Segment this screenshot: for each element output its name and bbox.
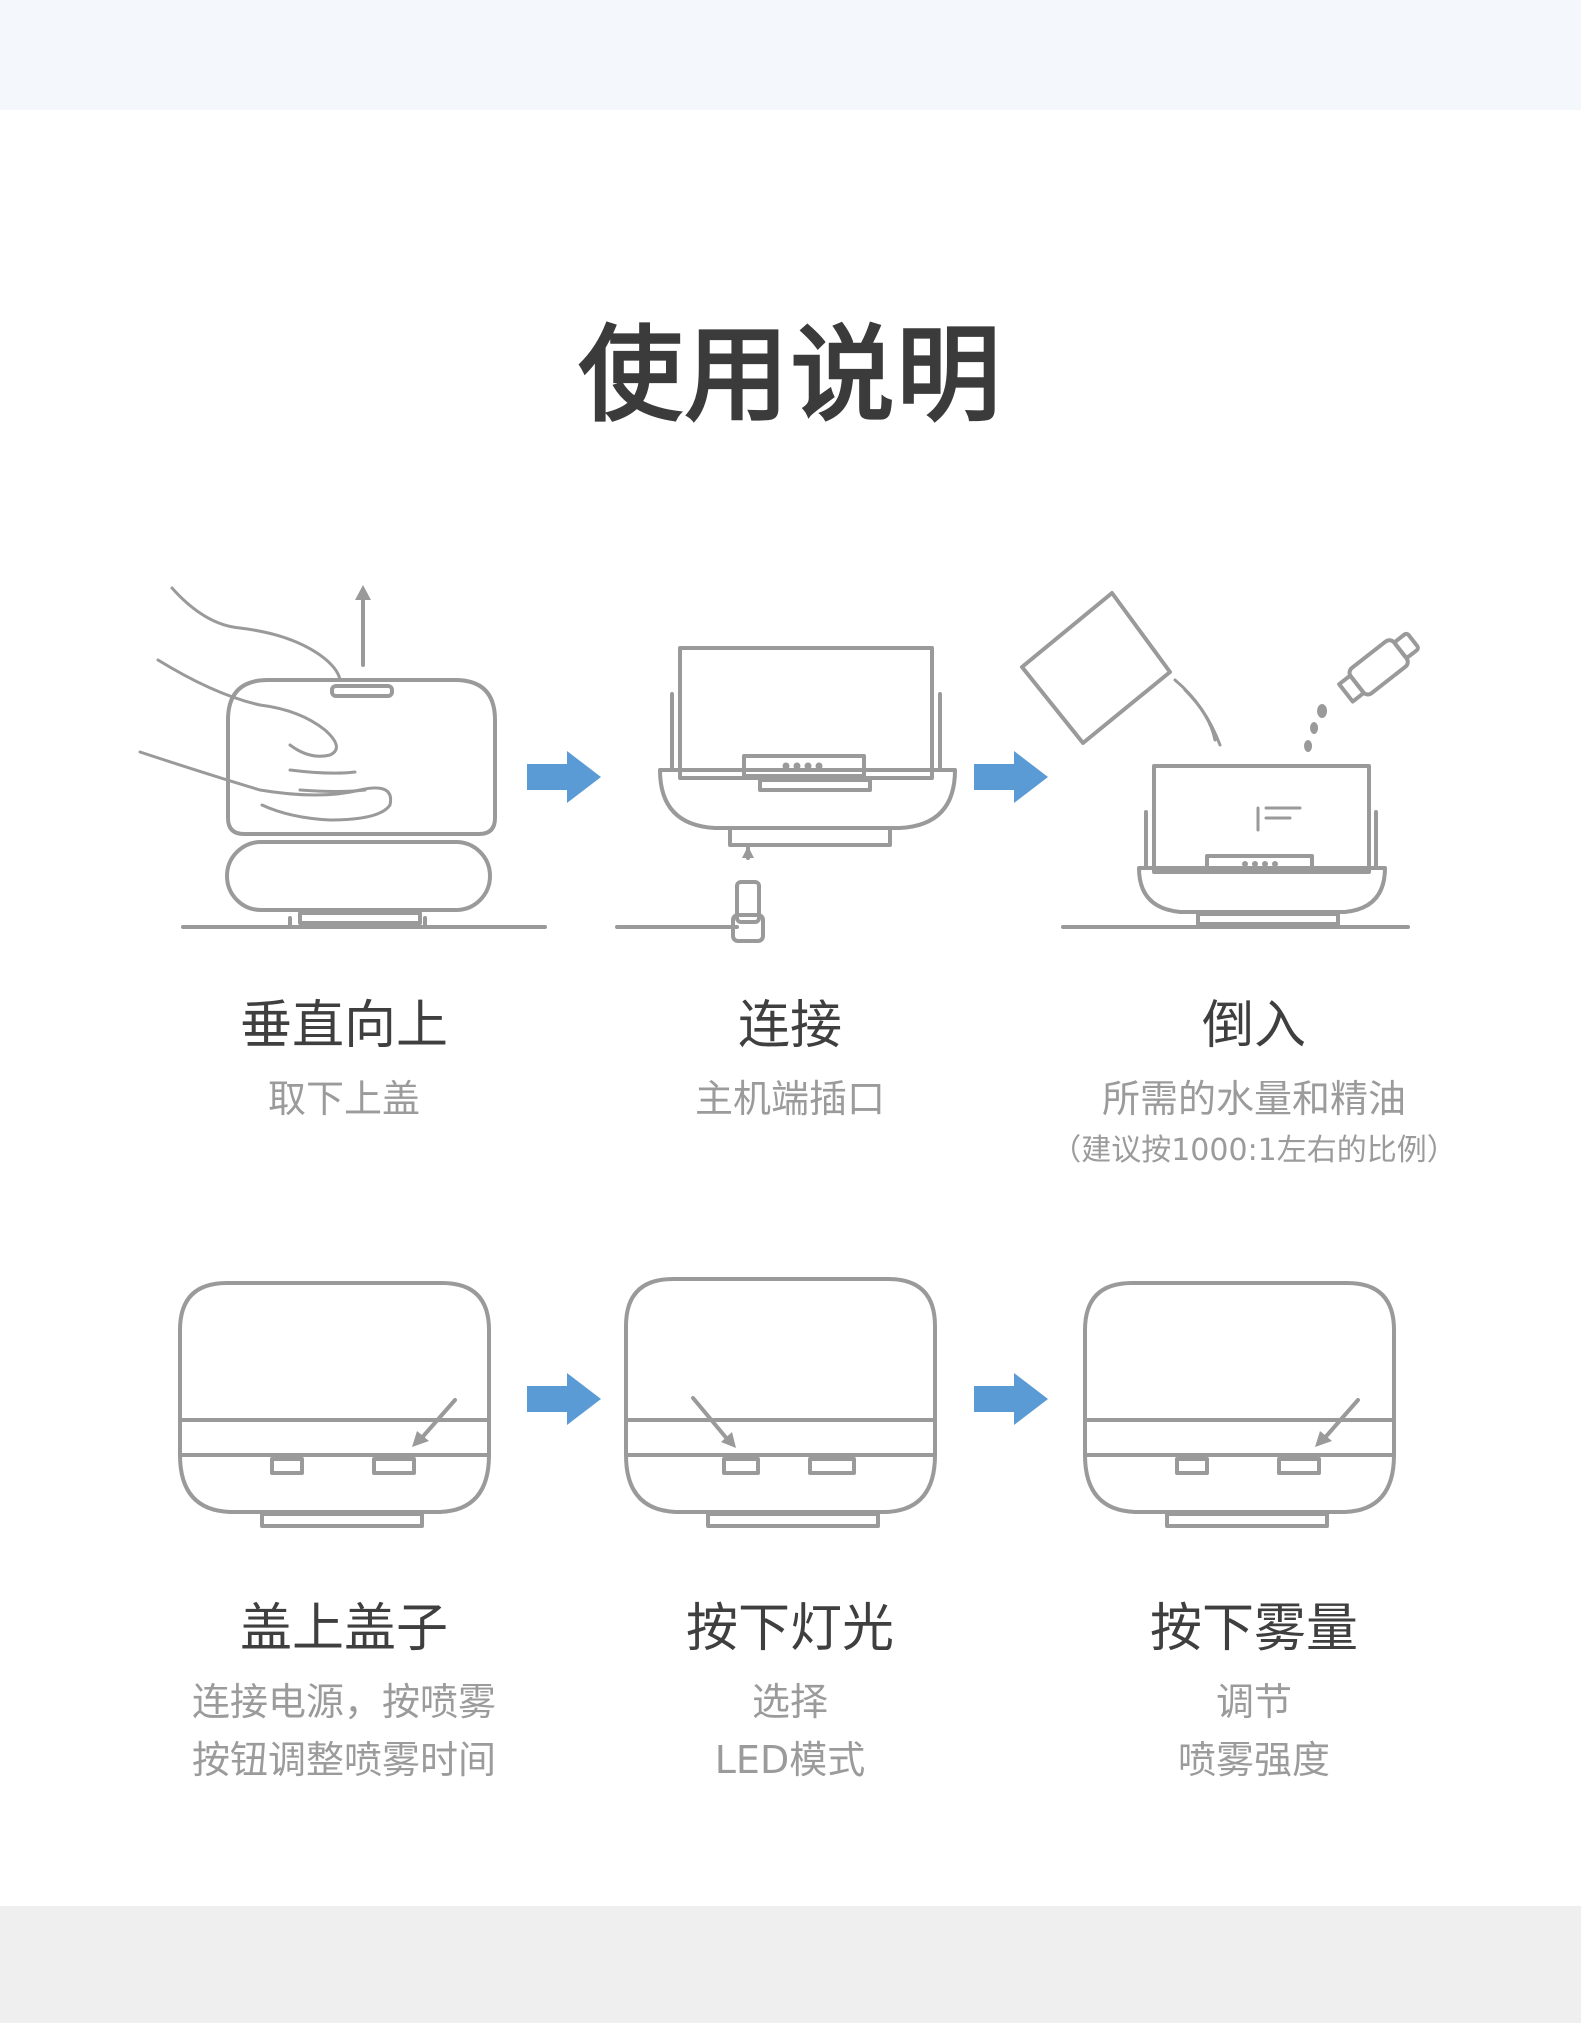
step-4-caption: 盖上盖子 连接电源，按喷雾 按钮调整喷雾时间	[84, 1597, 604, 1789]
arrow-right-icon	[527, 751, 601, 803]
step-title: 盖上盖子	[239, 1599, 448, 1659]
page-title: 使用说明	[578, 314, 1003, 436]
step-title: 按下雾量	[1149, 1599, 1358, 1659]
step-desc-line: 按钮调整喷雾时间	[191, 1738, 496, 1782]
step-title: 倒入	[1201, 996, 1306, 1056]
step-1-illustration	[138, 585, 547, 929]
step-6-illustration	[1083, 1281, 1396, 1528]
arrow-right-icon	[974, 1373, 1048, 1425]
step-5-illustration	[624, 1277, 937, 1528]
step-3-caption: 倒入 所需的水量和精油 （建议按1000:1左右的比例）	[994, 994, 1514, 1172]
step-desc: 取下上盖	[267, 1077, 420, 1121]
step-desc: 连接电源，按喷雾 按钮调整喷雾时间	[84, 1673, 604, 1789]
step-desc: 调节 喷雾强度	[994, 1673, 1514, 1789]
step-2-illustration	[615, 646, 957, 943]
step-desc-line: 喷雾强度	[1177, 1738, 1330, 1782]
arrow-right-icon	[974, 751, 1048, 803]
step-desc: 选择 LED模式	[530, 1673, 1050, 1789]
step-note: （建议按1000:1左右的比例）	[1051, 1133, 1457, 1168]
step-4-illustration	[178, 1281, 491, 1528]
step-title: 按下灯光	[685, 1599, 894, 1659]
step-desc: 所需的水量和精油	[1101, 1077, 1406, 1121]
step-6-caption: 按下雾量 调节 喷雾强度	[994, 1597, 1514, 1789]
arrow-right-icon	[527, 1373, 601, 1425]
step-1-caption: 垂直向上 取下上盖	[84, 994, 604, 1128]
bottom-band	[0, 1906, 1581, 2023]
step-title: 连接	[737, 996, 842, 1056]
step-desc-line: 选择	[751, 1680, 828, 1724]
step-5-caption: 按下灯光 选择 LED模式	[530, 1597, 1050, 1789]
step-3-illustration	[1020, 591, 1420, 929]
step-title: 垂直向上	[239, 996, 448, 1056]
step-desc-line: 连接电源，按喷雾	[191, 1680, 496, 1724]
step-desc-line: 调节	[1215, 1680, 1292, 1724]
step-desc: 主机端插口	[694, 1077, 885, 1121]
step-desc-line: LED模式	[714, 1738, 866, 1782]
step-2-caption: 连接 主机端插口	[530, 994, 1050, 1128]
top-band	[0, 0, 1581, 110]
